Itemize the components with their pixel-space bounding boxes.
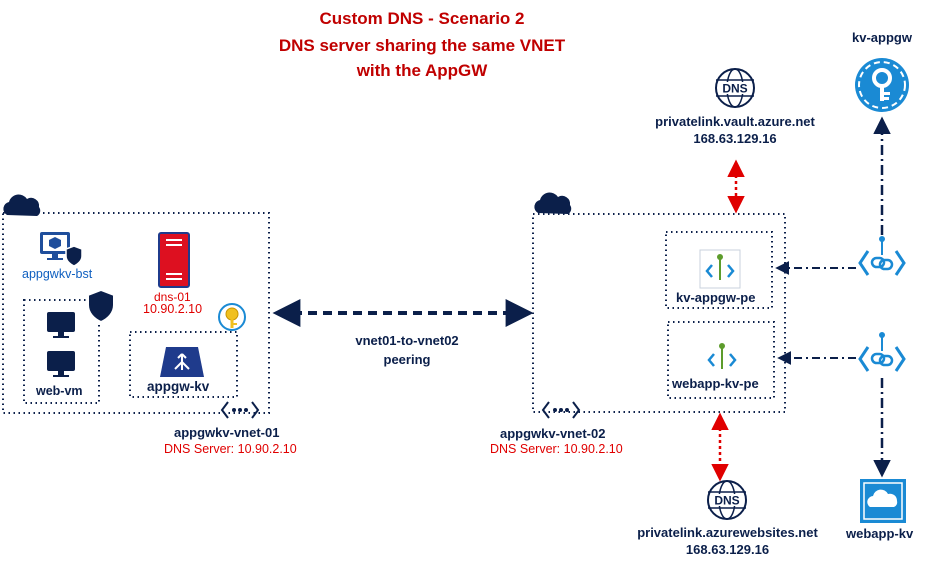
server-icon [158, 232, 190, 288]
vnet-peering-icon [541, 401, 581, 419]
vnet1-name: appgwkv-vnet-01 [174, 425, 280, 440]
title-line-3: with the AppGW [356, 61, 488, 80]
vnet1-group [2, 194, 270, 419]
pe-web-box [667, 321, 775, 399]
webapp-icon [860, 479, 906, 523]
peering-label-2: peering [383, 352, 431, 367]
vnet-peering-icon [220, 401, 260, 419]
cloud-icon [3, 194, 41, 216]
peering-label-1: vnet01-to-vnet02 [355, 333, 459, 348]
vnet2-boundary [532, 213, 786, 413]
monitor-icon [47, 312, 75, 338]
appgw-icon [160, 347, 204, 377]
private-endpoint-icon [707, 343, 737, 369]
dns-vm-label: dns-01 [154, 290, 191, 304]
appgw-subnet-box [129, 331, 238, 398]
web-subnet-box [23, 299, 100, 404]
appgw-label: appgw-kv [147, 379, 210, 394]
private-link-icon [858, 236, 906, 276]
dns-zone-bottom-ip: 168.63.129.16 [685, 542, 770, 557]
pe-kv-label: kv-appgw-pe [676, 290, 756, 305]
shield-icon [65, 245, 83, 267]
webapp-label: webapp-kv [846, 526, 914, 541]
key-icon [218, 303, 246, 331]
vnet2-group [532, 192, 786, 419]
cloud-icon [534, 192, 572, 214]
dns-zone-top-ip: 168.63.129.16 [693, 131, 777, 146]
dns-vm-ip: 10.90.2.10 [143, 302, 203, 316]
pe-kv-box [665, 231, 773, 309]
dns-icon-label: DNS [714, 494, 739, 508]
private-endpoint-icon [699, 249, 741, 289]
keyvault-icon [855, 58, 909, 112]
vnet1-dns: DNS Server: 10.90.2.10 [164, 442, 297, 456]
dns-zone-bottom-name: privatelink.azurewebsites.net [637, 525, 818, 540]
title-line-1: Custom DNS - Scenario 2 [319, 9, 525, 28]
keyvault-label: kv-appgw [852, 30, 912, 45]
dns-globe-icon: DNS [715, 68, 755, 108]
vnet2-dns: DNS Server: 10.90.2.10 [490, 442, 623, 456]
dns-globe-icon: DNS [707, 480, 747, 520]
vnet2-name: appgwkv-vnet-02 [500, 426, 606, 441]
pe-web-label: webapp-kv-pe [672, 376, 759, 391]
shield-icon [87, 288, 115, 324]
dns-zone-top-name: privatelink.vault.azure.net [655, 114, 815, 129]
dns-icon-label: DNS [722, 82, 747, 96]
web-vm-label: web-vm [36, 384, 83, 398]
monitor-icon [40, 232, 70, 260]
vnet1-boundary [2, 212, 270, 414]
bastion-label: appgwkv-bst [22, 267, 93, 281]
monitor-icon [47, 351, 75, 377]
title-line-2: DNS server sharing the same VNET [278, 36, 566, 55]
private-link-icon [858, 332, 906, 372]
